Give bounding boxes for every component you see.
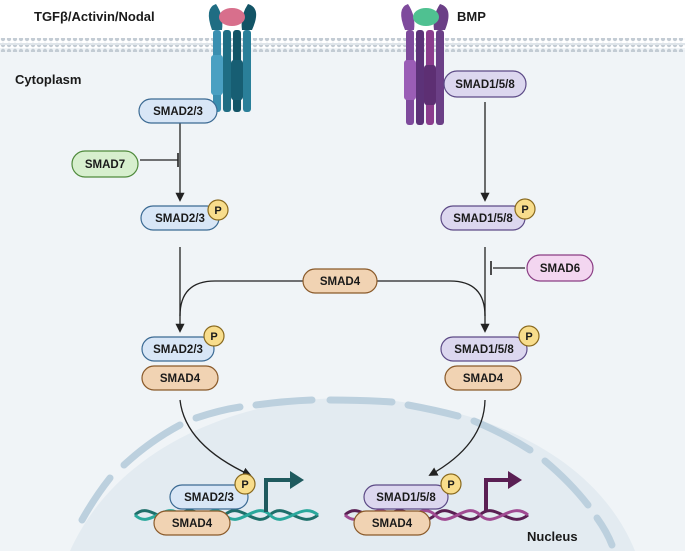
tgf-receptor bbox=[208, 4, 257, 112]
transcription-arrow-right bbox=[484, 471, 522, 512]
smad4-nucleus-right-label: SMAD4 bbox=[372, 518, 413, 530]
smad158-receptor: SMAD1/5/8 bbox=[443, 70, 527, 98]
smad158-nucleus: SMAD1/5/8 bbox=[363, 484, 449, 510]
smad23-complex-label: SMAD2/3 bbox=[153, 344, 203, 356]
smad6-pill-label: SMAD6 bbox=[540, 263, 580, 275]
svg-text:P: P bbox=[525, 331, 532, 343]
tgf-ligand bbox=[219, 8, 245, 26]
arrow-smad4-to-smad158 bbox=[376, 280, 486, 317]
p-smad23-nucleus: P bbox=[234, 473, 256, 495]
smad23-nucleus-label: SMAD2/3 bbox=[184, 492, 234, 504]
transcription-arrow-left bbox=[264, 471, 304, 512]
smad23-receptor-label: SMAD2/3 bbox=[153, 106, 203, 118]
bmp-receptor bbox=[401, 4, 449, 125]
smad7-pill-label: SMAD7 bbox=[85, 159, 125, 171]
svg-text:P: P bbox=[210, 331, 217, 343]
smad4-nucleus-right: SMAD4 bbox=[353, 510, 431, 536]
p-smad23: P bbox=[207, 199, 229, 221]
smad158-nucleus-label: SMAD1/5/8 bbox=[376, 492, 436, 504]
arrow-smad4-to-smad23 bbox=[179, 280, 303, 317]
smad4-nucleus-left-label: SMAD4 bbox=[172, 518, 213, 530]
svg-text:P: P bbox=[214, 205, 221, 217]
p-smad158: P bbox=[514, 198, 536, 220]
svg-text:P: P bbox=[447, 479, 454, 491]
smad158-complex: SMAD1/5/8 bbox=[440, 336, 528, 362]
smad4-center: SMAD4 bbox=[302, 268, 378, 294]
bmp-ligand bbox=[413, 8, 439, 26]
p-smad158-complex: P bbox=[518, 325, 540, 347]
cell-membrane bbox=[0, 38, 685, 52]
p-smad23-complex: P bbox=[203, 325, 225, 347]
smad4-center-label: SMAD4 bbox=[320, 276, 361, 288]
p-smad158-nucleus: P bbox=[440, 473, 462, 495]
smad23-phos-label: SMAD2/3 bbox=[155, 213, 205, 225]
smad23-complex: SMAD2/3 bbox=[141, 336, 215, 362]
svg-text:P: P bbox=[241, 479, 248, 491]
smad7-pill: SMAD7 bbox=[71, 150, 139, 178]
cytoplasm-label: Cytoplasm bbox=[15, 72, 81, 87]
smad4-complex-left: SMAD4 bbox=[141, 365, 219, 391]
arrow-smad158-nucleus bbox=[428, 399, 486, 476]
smad158-receptor-label: SMAD1/5/8 bbox=[455, 79, 515, 91]
arrow-smad23-nucleus bbox=[179, 399, 252, 477]
smad6-pill: SMAD6 bbox=[526, 254, 594, 282]
smad4-complex-right-label: SMAD4 bbox=[463, 373, 504, 385]
bmp-label: BMP bbox=[457, 9, 486, 24]
smad23-phos: SMAD2/3 bbox=[140, 205, 220, 231]
smad158-phos: SMAD1/5/8 bbox=[440, 205, 526, 231]
smad4-nucleus-left: SMAD4 bbox=[153, 510, 231, 536]
smad4-complex-right: SMAD4 bbox=[444, 365, 522, 391]
smad23-nucleus: SMAD2/3 bbox=[169, 484, 249, 510]
svg-text:P: P bbox=[521, 204, 528, 216]
smad23-receptor: SMAD2/3 bbox=[138, 98, 218, 124]
smad4-complex-left-label: SMAD4 bbox=[160, 373, 201, 385]
tgf-label: TGFβ/Activin/Nodal bbox=[34, 9, 155, 24]
nucleus-label: Nucleus bbox=[527, 529, 578, 544]
smad158-complex-label: SMAD1/5/8 bbox=[454, 344, 514, 356]
smad158-phos-label: SMAD1/5/8 bbox=[453, 213, 513, 225]
